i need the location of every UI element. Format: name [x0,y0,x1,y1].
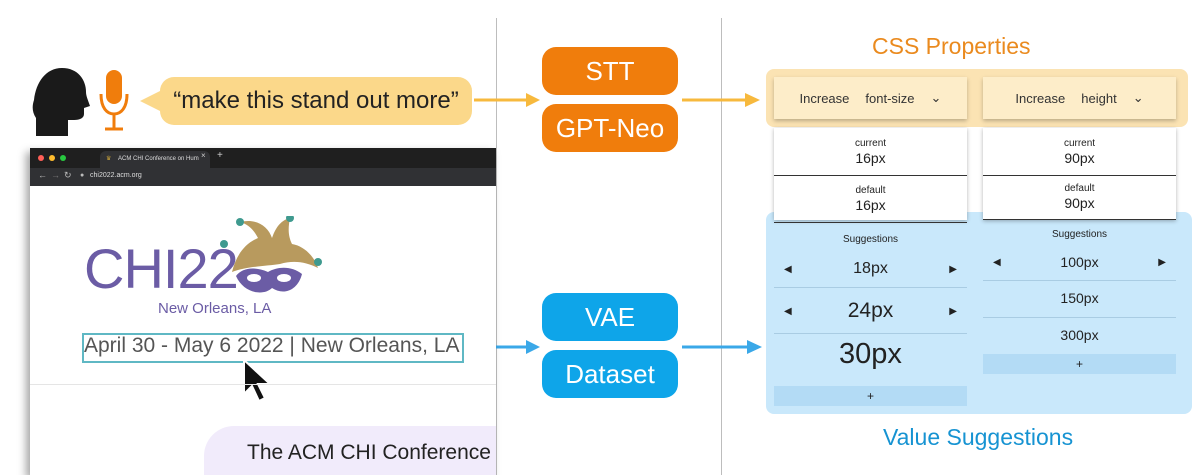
back-icon[interactable]: ← [38,170,47,180]
suggestions-label: Suggestions [1051,229,1108,240]
vae-label: VAE [584,301,636,332]
speech-text: “make this stand out more” [173,87,459,114]
default-label: default [1064,183,1095,194]
suggestion-value[interactable]: 300px [1060,327,1099,343]
selected-element-outline[interactable] [82,333,464,363]
default-value: 90px [1064,195,1095,211]
decrement-arrow-icon[interactable]: ◀ [784,263,792,275]
stt-label: STT [585,55,635,86]
date-location-text[interactable]: April 30 - May 6 2022 | New Orleans, LA [84,334,460,357]
suggestion-value: 24px [847,299,894,322]
conference-banner [204,426,496,475]
address-bar[interactable]: ← → ↻ ● chi2022.acm.org [30,168,496,186]
gpt-neo-box: GPT-Neo [542,104,678,152]
property-label: height [1081,90,1117,106]
action-label: Increase [799,90,850,106]
head-icon [32,68,90,136]
add-suggestion-button[interactable]: + [774,386,967,406]
row-divider [774,333,967,334]
value-suggestions-band [766,212,1192,414]
stt-box: STT [542,47,678,95]
tab-title: ACM CHI Conference on Hum [118,156,199,162]
lock-icon: ● [80,172,85,179]
vae-box: VAE [542,293,678,341]
value-suggestions-title: Value Suggestions [883,424,1074,450]
browser-window: ♛ ACM CHI Conference on Hum × + ← → ↻ ● … [30,148,496,475]
jester-favicon-icon: ♛ [106,156,112,162]
logo-location: New Orleans, LA [158,300,272,317]
info-divider [774,222,967,223]
action-label: Increase [1015,90,1066,106]
suggestion-value-large[interactable]: 30px [839,338,902,370]
font-size-info [774,128,967,220]
conference-title: The ACM CHI Conference [247,441,491,464]
add-suggestion-button[interactable]: + [983,354,1176,374]
current-label: current [1063,138,1096,149]
chi22-logo: CHI22 [84,237,239,300]
current-value: 16px [855,150,886,166]
minimize-window-dot[interactable] [49,155,55,161]
default-value: 16px [855,197,886,213]
browser-tab-bar: ♛ ACM CHI Conference on Hum × + [30,148,496,168]
row-divider [983,317,1176,318]
speech-bubble: “make this stand out more” [160,77,472,125]
current-value: 90px [1064,150,1095,166]
increment-arrow-icon[interactable]: ▶ [949,305,957,317]
url-text: chi2022.acm.org [90,172,142,179]
info-divider [774,175,967,176]
property-selector-height[interactable]: Increase height ⌄ [983,77,1176,119]
info-divider [983,175,1176,176]
height-card: current 90px default 90px Suggestions ◀ … [983,128,1176,378]
info-divider [983,219,1176,220]
default-label: default [855,185,886,196]
microphone-icon [99,70,129,131]
suggestion-row-1[interactable]: ◀ 18px ▶ [774,254,967,284]
css-properties-title: CSS Properties [872,33,1031,59]
browser-tab[interactable]: ♛ ACM CHI Conference on Hum [100,151,210,168]
font-size-card: current 16px default 16px Suggestions ◀ … [774,128,967,408]
dataset-box: Dataset [542,350,678,398]
property-selector-font-size[interactable]: Increase font-size ⌄ [774,77,967,119]
suggestion-row-2[interactable]: ◀ 24px ▶ [774,294,967,328]
jester-hat-icon [220,216,322,293]
height-info [983,128,1176,220]
suggestion-value: 100px [1060,254,1099,270]
speech-bubble-tail [140,90,162,112]
divider-left [496,18,497,475]
suggestion-row-1[interactable]: ◀ 100px ▶ [983,248,1176,276]
forward-icon[interactable]: → [51,170,60,180]
divider-right [721,18,722,475]
chevron-down-icon: ⌄ [930,90,942,105]
row-divider [774,287,967,288]
new-tab-icon[interactable]: + [217,150,223,161]
mouse-cursor-icon [243,358,273,403]
gpt-neo-label: GPT-Neo [555,112,665,143]
page-rule [30,384,496,385]
suggestion-value: 18px [853,260,888,277]
maximize-window-dot[interactable] [60,155,66,161]
chevron-down-icon: ⌄ [1132,90,1144,105]
suggestion-value[interactable]: 150px [1060,290,1099,306]
decrement-arrow-icon[interactable]: ◀ [993,256,1001,268]
property-label: font-size [865,90,915,106]
close-window-dot[interactable] [38,155,44,161]
suggestions-label: Suggestions [842,234,899,245]
current-label: current [854,138,887,149]
increment-arrow-icon[interactable]: ▶ [949,263,957,275]
increment-arrow-icon[interactable]: ▶ [1158,256,1166,268]
reload-icon[interactable]: ↻ [64,170,72,180]
tab-close-icon[interactable]: × [201,151,206,160]
dataset-label: Dataset [565,358,655,389]
decrement-arrow-icon[interactable]: ◀ [784,305,792,317]
row-divider [983,280,1176,281]
